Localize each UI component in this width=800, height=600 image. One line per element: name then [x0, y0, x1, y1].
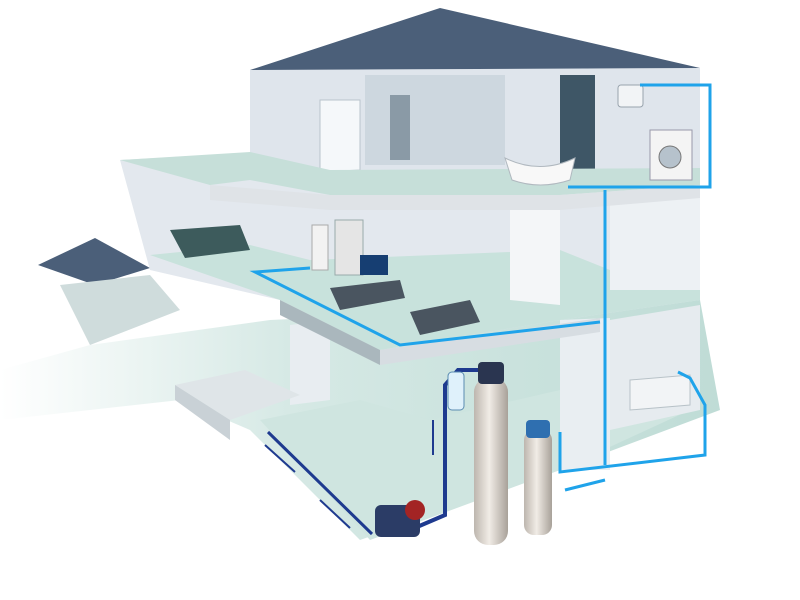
left-annex [38, 238, 180, 345]
roof [250, 8, 700, 70]
brine-tank [524, 420, 552, 535]
clean-water-pipes [249, 83, 712, 492]
raw-water-pipes [264, 368, 490, 536]
water-pump [375, 500, 425, 537]
softener-tank [474, 362, 508, 545]
upper-floor [120, 68, 700, 210]
sediment-filter [447, 371, 465, 411]
